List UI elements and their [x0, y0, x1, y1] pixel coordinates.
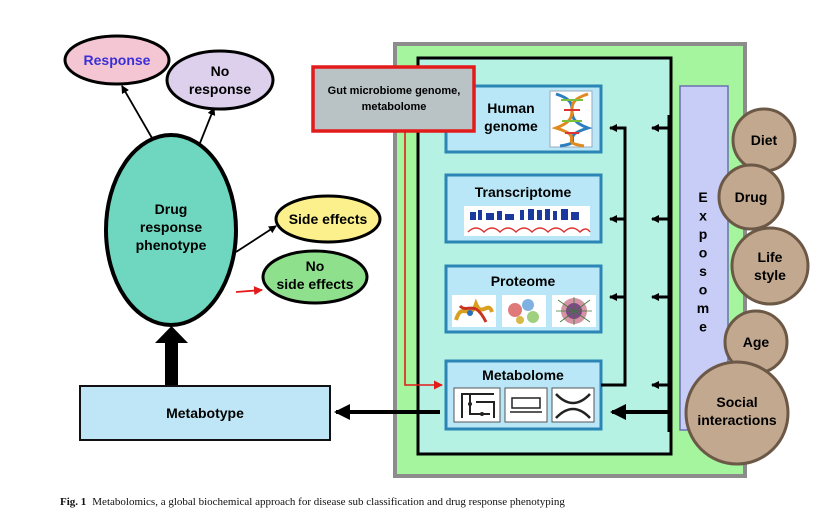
transcript-track-icon [464, 206, 591, 236]
drug-response-label-2: response [140, 219, 202, 235]
transcriptome-label: Transcriptome [475, 184, 572, 200]
exposome-letter: o [699, 282, 708, 298]
figure-caption-text: Metabolomics, a global biochemical appro… [92, 496, 565, 508]
transcriptome-box: Transcriptome [444, 173, 603, 244]
exposome-letter: o [699, 245, 708, 261]
drug-label: Drug [735, 189, 768, 205]
diet-label: Diet [751, 132, 778, 148]
metabotype-box: Metabotype [79, 385, 331, 441]
no-response-label-1: No [211, 63, 230, 79]
gut-label-2: metabolome [362, 101, 427, 113]
life-style-circle: Life style [730, 226, 810, 306]
human-genome-label-1: Human [487, 100, 534, 116]
metabotype-label: Metabotype [166, 405, 244, 421]
arrow-to-response [121, 85, 153, 139]
drug-response-label-3: phenotype [136, 237, 207, 253]
arrow-to-no-side-effects [235, 286, 263, 296]
gut-to-metabolome-arrow [404, 131, 443, 390]
response-label: Response [84, 52, 151, 68]
drug-response-phenotype-node: Drug response phenotype [104, 133, 238, 327]
response-node: Response [63, 34, 171, 86]
exposome-letter: m [697, 300, 709, 316]
figure-caption: Fig. 1 Metabolomics, a global biochemical… [60, 496, 565, 508]
human-genome-label-2: genome [484, 118, 538, 134]
diet-circle: Diet [731, 107, 797, 173]
reaction-icon [504, 387, 548, 423]
drug-response-label-1: Drug [155, 201, 188, 217]
exposome-letter: s [699, 263, 707, 279]
metabolome-label: Metabolome [482, 367, 564, 383]
pathway-map-icon [453, 387, 501, 423]
proteome-box: Proteome [444, 264, 603, 334]
social-label-2: interactions [697, 412, 777, 428]
life-style-label-2: style [754, 267, 786, 283]
arrow-to-no-response [199, 107, 216, 144]
life-style-label-1: Life [758, 249, 783, 265]
no-response-label-2: response [189, 81, 251, 97]
metabotype-to-drug-arrow [155, 326, 188, 385]
social-interactions-circle: Social interactions [684, 360, 790, 466]
gut-label-1: Gut microbiome genome, [328, 85, 461, 97]
side-effects-node: Side effects [274, 194, 382, 244]
figure-caption-label: Fig. 1 [60, 496, 86, 508]
proteome-label: Proteome [491, 273, 556, 289]
age-label: Age [743, 334, 770, 350]
gut-microbiome-box: Gut microbiome genome, metabolome [311, 65, 476, 133]
metabolome-box: Metabolome [444, 359, 603, 431]
no-side-effects-label-1: No [306, 258, 325, 274]
exposome-letter: e [699, 319, 707, 335]
no-response-node: No response [165, 49, 275, 111]
no-side-effects-label-2: side effects [276, 276, 353, 292]
metabolome-feedback-line [601, 124, 627, 387]
arrow-to-side-effects [235, 225, 277, 253]
drug-circle: Drug [717, 163, 785, 231]
social-label-1: Social [716, 394, 757, 410]
exposome-letter: E [698, 189, 707, 205]
interaction-network-icon [552, 295, 596, 327]
dna-helix-icon [549, 90, 593, 148]
exposome-letter: p [699, 226, 708, 242]
protein-complex-icon [502, 295, 546, 327]
side-effects-label: Side effects [289, 211, 368, 227]
exposome-letter: x [699, 208, 707, 224]
metabolic-cycle-icon [551, 387, 595, 423]
no-side-effects-node: No side effects [261, 249, 369, 305]
protein-structure-icon [452, 295, 496, 327]
